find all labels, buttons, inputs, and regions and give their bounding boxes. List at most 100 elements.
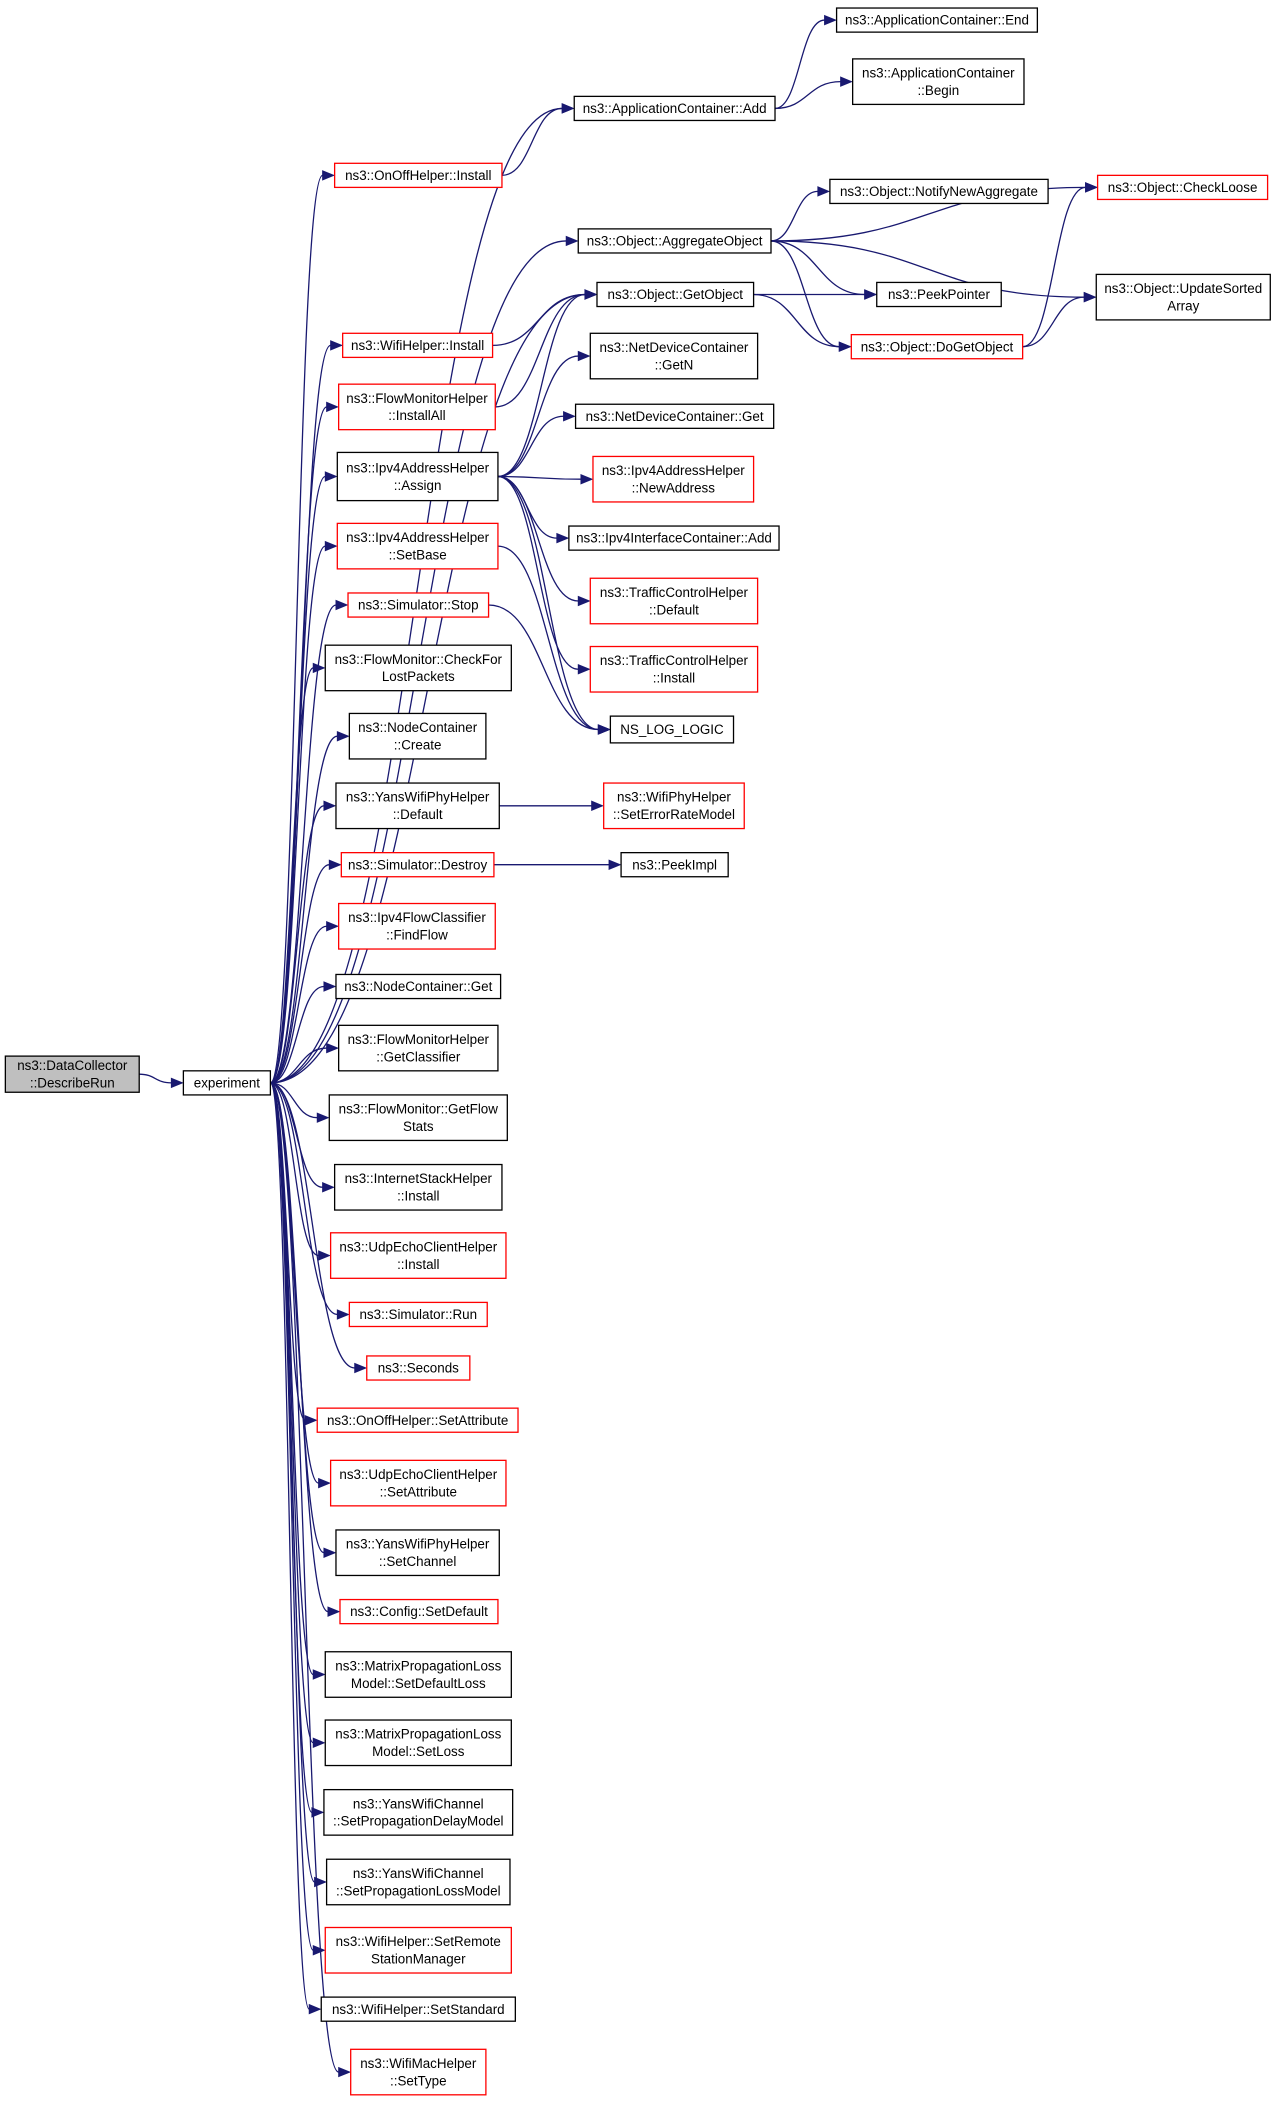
node-yans-set-delay[interactable]: ns3::YansWifiChannel::SetPropagationDela… <box>323 1788 514 1836</box>
node-ndc-get[interactable]: ns3::NetDeviceContainer::Get <box>574 403 775 429</box>
node-app-begin[interactable]: ns3::ApplicationContainer::Begin <box>852 58 1025 106</box>
edge-wifi-install-to-get-object <box>492 289 598 346</box>
edge-line <box>1022 186 1086 348</box>
edge-ipv4-assign-to-tc-install <box>497 475 591 675</box>
node-box <box>335 782 500 830</box>
node-peek-impl[interactable]: ns3::PeekImpl <box>620 852 729 878</box>
node-box <box>342 332 494 359</box>
node-matrix-set-default-loss[interactable]: ns3::MatrixPropagationLossModel::SetDefa… <box>324 1651 512 1698</box>
edge-app-add-to-app-begin <box>775 76 853 110</box>
node-ipv4-ic-add[interactable]: ns3::Ipv4InterfaceContainer::Add <box>568 525 780 551</box>
edge-line <box>270 985 325 1084</box>
node-node-get[interactable]: ns3::NodeContainer::Get <box>335 973 502 1000</box>
node-label-line: ns3::Ipv4InterfaceContainer::Add <box>576 531 772 546</box>
edge-arrowhead <box>838 341 852 352</box>
node-yans-set-loss-model[interactable]: ns3::YansWifiChannel::SetPropagationLoss… <box>325 1858 511 1906</box>
node-udp-set-attr[interactable]: ns3::UdpEchoClientHelper::SetAttribute <box>329 1459 507 1507</box>
edge-arrowhead <box>584 289 598 300</box>
edge-arrowhead <box>312 1945 326 1956</box>
node-box <box>316 1407 519 1433</box>
node-wifi-set-standard[interactable]: ns3::WifiHelper::SetStandard <box>320 1996 516 2022</box>
node-yans-phy-default[interactable]: ns3::YansWifiPhyHelper::Default <box>335 782 500 830</box>
node-ipv4-new-address[interactable]: ns3::Ipv4AddressHelper::NewAddress <box>592 455 755 503</box>
call-edges <box>139 14 1098 2078</box>
node-label-line: ns3::FlowMonitorHelper <box>348 1032 490 1047</box>
edge-line <box>770 190 818 242</box>
node-internet-install[interactable]: ns3::InternetStackHelper::Install <box>333 1163 503 1211</box>
node-label-line: ::Install <box>397 1257 439 1272</box>
edge-arrowhead <box>326 1042 339 1054</box>
node-label-line: ns3::OnOffHelper::Install <box>345 168 491 183</box>
node-app-end[interactable]: ns3::ApplicationContainer::End <box>835 7 1039 33</box>
edge-arrowhead <box>308 2003 322 2015</box>
node-label-line: ns3::Object::NotifyNewAggregate <box>840 184 1038 199</box>
node-describe-run[interactable]: ns3::DataCollector::DescribeRun <box>4 1055 140 1093</box>
edge-line <box>770 240 1085 298</box>
node-box <box>603 782 745 830</box>
edge-arrowhead <box>563 411 576 422</box>
node-sim-destroy[interactable]: ns3::Simulator::Destroy <box>340 852 495 878</box>
edge-line <box>270 1082 319 1257</box>
edge-arrowhead <box>323 1547 337 1558</box>
edge-arrowhead <box>312 662 326 674</box>
edge-line <box>270 925 327 1084</box>
node-get-object[interactable]: ns3::Object::GetObject <box>596 281 755 308</box>
node-config-set-default[interactable]: ns3::Config::SetDefault <box>339 1598 499 1625</box>
node-experiment[interactable]: experiment <box>182 1070 272 1096</box>
node-node-create[interactable]: ns3::NodeContainer::Create <box>348 712 487 760</box>
node-app-add[interactable]: ns3::ApplicationContainer::Add <box>573 95 776 122</box>
node-onoff-set-attr[interactable]: ns3::OnOffHelper::SetAttribute <box>316 1407 519 1433</box>
node-seconds[interactable]: ns3::Seconds <box>366 1355 471 1381</box>
node-ipv4-set-base[interactable]: ns3::Ipv4AddressHelper::SetBase <box>336 522 499 570</box>
edge-arrowhead <box>328 859 342 870</box>
node-peek-pointer[interactable]: ns3::PeekPointer <box>876 281 1002 308</box>
node-aggregate-object[interactable]: ns3::Object::AggregateObject <box>577 228 772 254</box>
node-label-line: ns3::ApplicationContainer::Add <box>583 101 767 116</box>
node-label-line: ns3::FlowMonitor::GetFlow <box>339 1102 499 1117</box>
edge-sim-stop-to-ns-log-logic <box>488 604 611 735</box>
node-box <box>329 1232 507 1279</box>
node-onoff-install[interactable]: ns3::OnOffHelper::Install <box>333 162 503 189</box>
node-sim-stop[interactable]: ns3::Simulator::Stop <box>347 592 490 618</box>
node-get-classifier[interactable]: ns3::FlowMonitorHelper::GetClassifier <box>338 1024 499 1072</box>
node-ns-log-logic[interactable]: NS_LOG_LOGIC <box>609 715 735 744</box>
node-find-flow[interactable]: ns3::Ipv4FlowClassifier::FindFlow <box>338 902 496 950</box>
node-box <box>338 1024 499 1072</box>
node-yans-set-channel[interactable]: ns3::YansWifiPhyHelper::SetChannel <box>335 1529 500 1577</box>
node-box <box>324 644 512 692</box>
node-ndc-getn[interactable]: ns3::NetDeviceContainer::GetN <box>589 332 759 380</box>
node-sim-run[interactable]: ns3::Simulator::Run <box>348 1301 488 1328</box>
edge-line <box>770 240 865 296</box>
node-label-line: ns3::YansWifiPhyHelper <box>346 790 490 805</box>
node-notify-new-aggregate[interactable]: ns3::Object::NotifyNewAggregate <box>829 178 1049 205</box>
node-do-get-object[interactable]: ns3::Object::DoGetObject <box>850 333 1024 360</box>
node-udp-install[interactable]: ns3::UdpEchoClientHelper::Install <box>329 1232 507 1279</box>
node-check-loose[interactable]: ns3::Object::CheckLoose <box>1096 174 1269 201</box>
node-set-error-rate-model[interactable]: ns3::WifiPhyHelper::SetErrorRateModel <box>603 782 745 830</box>
node-tc-default[interactable]: ns3::TrafficControlHelper::Default <box>589 577 759 625</box>
node-label-line: ns3::Simulator::Stop <box>358 598 479 613</box>
node-label-line: StationManager <box>371 1952 466 1967</box>
edge-arrowhead <box>335 599 349 611</box>
edge-arrowhead <box>338 2066 352 2078</box>
node-wifimac-set-type[interactable]: ns3::WifiMacHelper::SetType <box>350 2048 487 2096</box>
node-tc-install[interactable]: ns3::TrafficControlHelper::Install <box>589 645 759 693</box>
node-label-line: ns3::WifiHelper::SetStandard <box>332 2002 505 2017</box>
edge-do-get-object-to-check-loose <box>1022 182 1098 348</box>
node-label-line: ns3::OnOffHelper::SetAttribute <box>327 1413 508 1428</box>
node-flowmon-install-all[interactable]: ns3::FlowMonitorHelper::InstallAll <box>338 383 496 431</box>
node-wifi-install[interactable]: ns3::WifiHelper::Install <box>342 332 494 359</box>
node-box <box>336 451 499 502</box>
edge-experiment-to-flowmon-install-all <box>269 401 339 1084</box>
node-label-line: ::Create <box>394 737 442 752</box>
edge-line <box>497 475 599 731</box>
node-label-line: ::DescribeRun <box>30 1075 115 1090</box>
node-ipv4-assign[interactable]: ns3::Ipv4AddressHelper::Assign <box>336 451 499 502</box>
edge-experiment-to-flowmon-check-lost <box>269 662 326 1084</box>
node-label-line: Model::SetDefaultLoss <box>351 1676 486 1691</box>
